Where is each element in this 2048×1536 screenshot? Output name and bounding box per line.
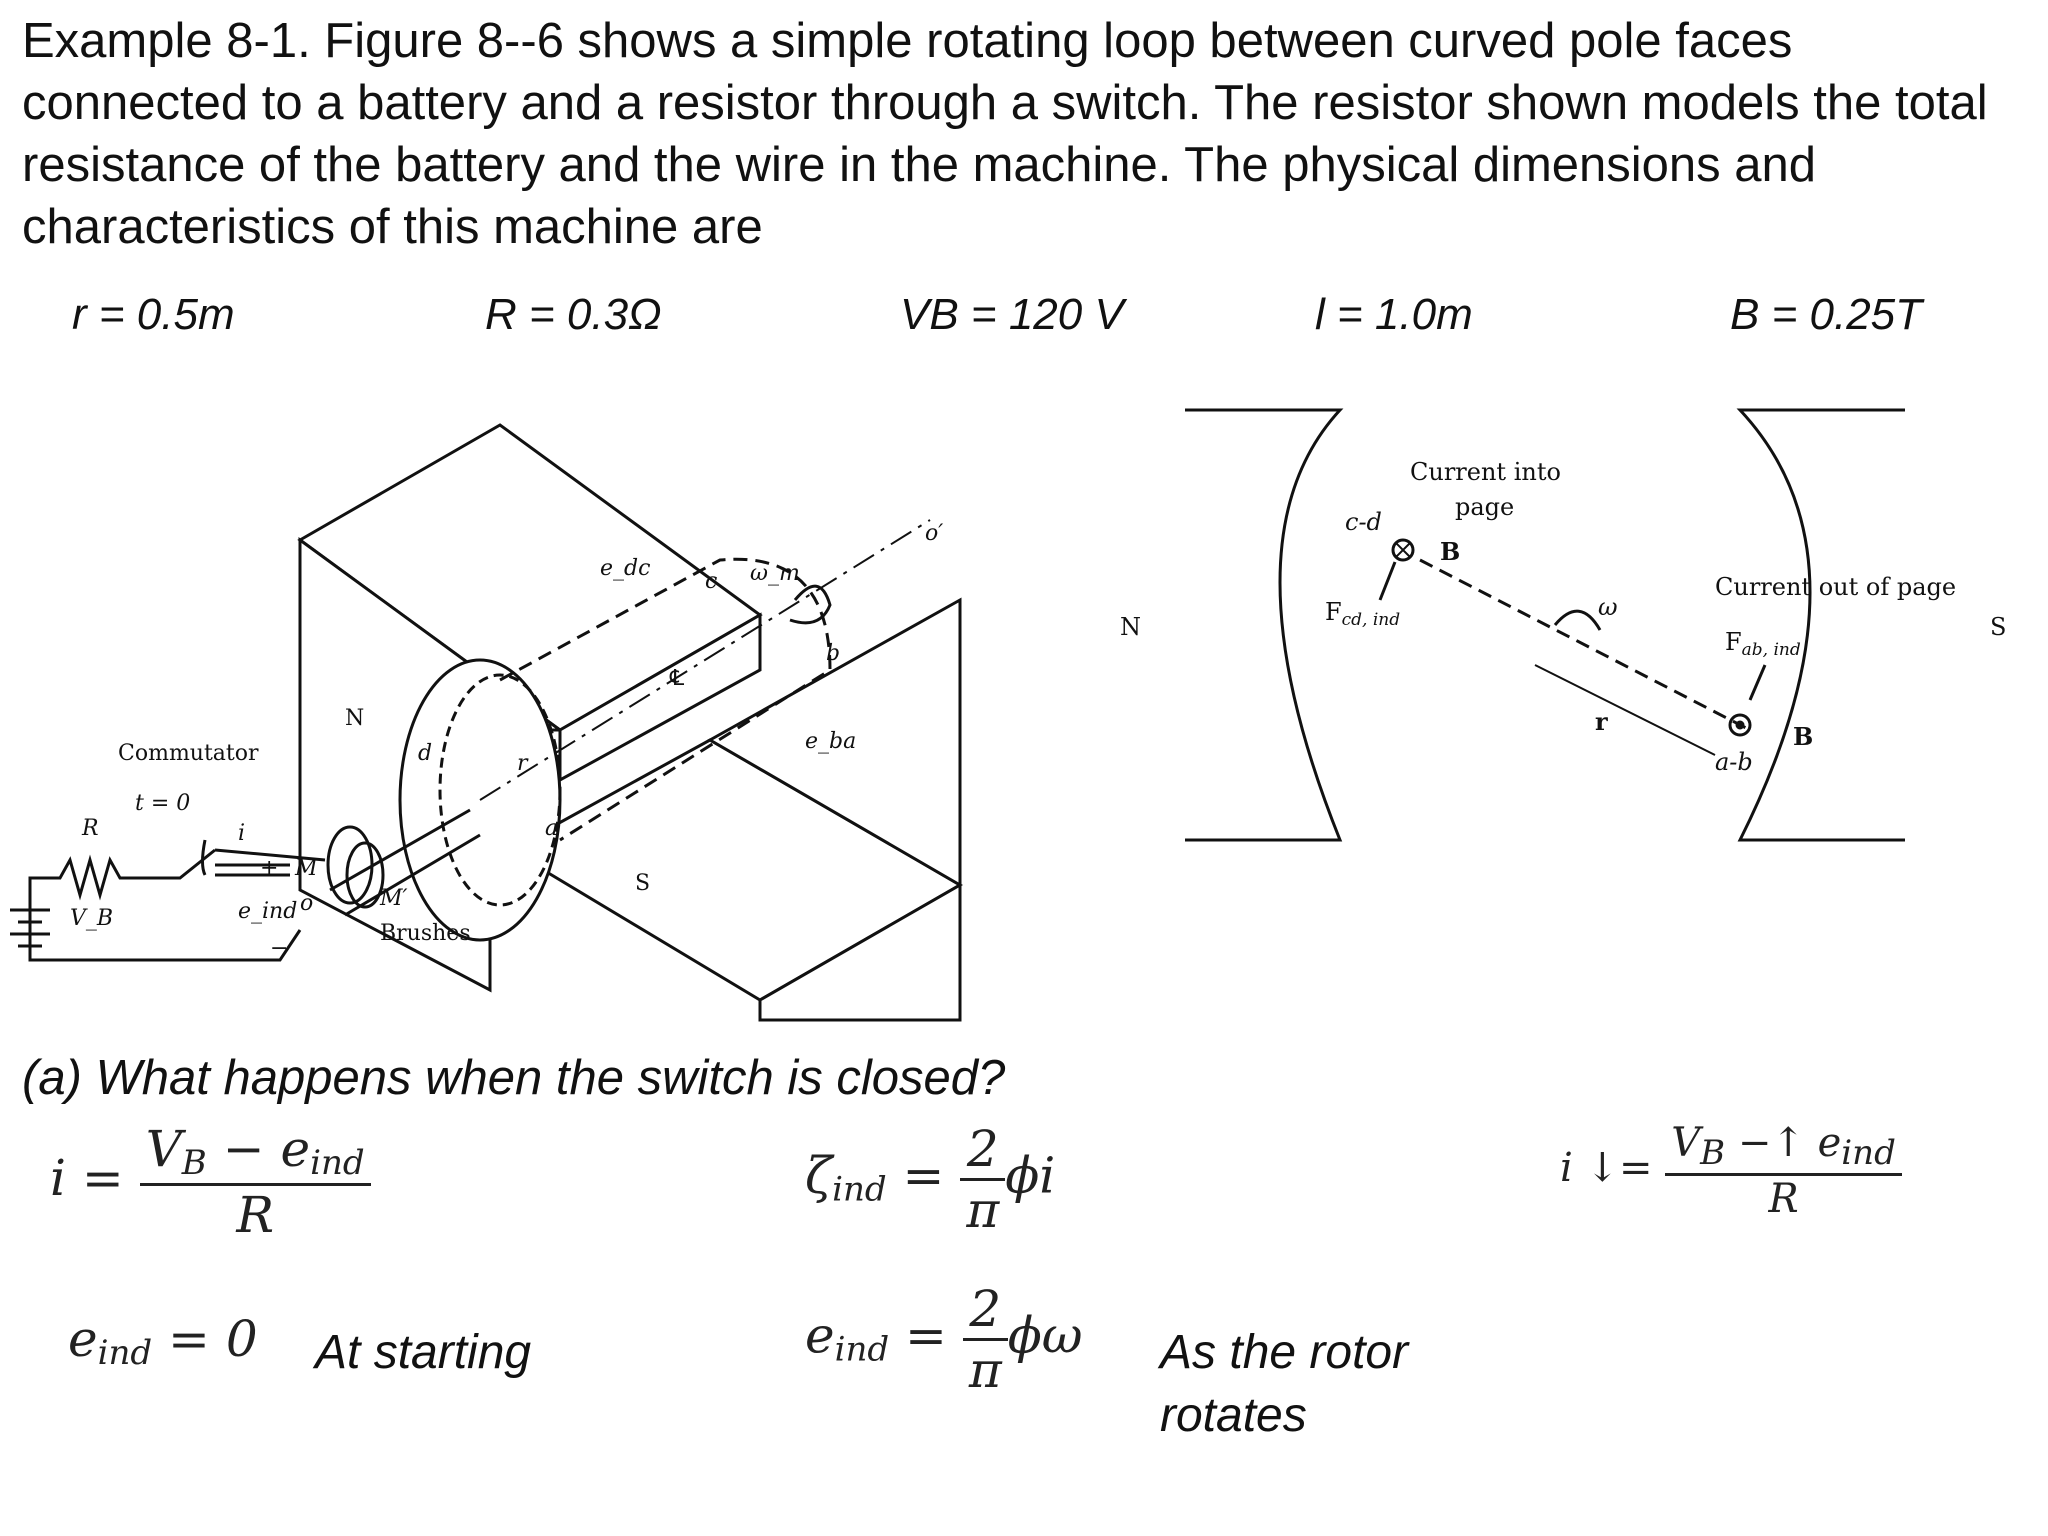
label-brushes: Brushes xyxy=(380,921,471,946)
label-omega: ω xyxy=(1598,593,1618,621)
label-d: d xyxy=(418,741,432,766)
left-machine-diagram xyxy=(10,423,963,1022)
label-ab: a-b xyxy=(1715,748,1753,776)
label-S-left: S xyxy=(635,871,650,896)
intro-paragraph: Example 8-1. Figure 8--6 shows a simple … xyxy=(22,14,1988,254)
question-text: (a) What happens when the switch is clos… xyxy=(22,1051,1006,1105)
machine-figure: Commutator t = 0 R V_B i + − M M′ e_ind … xyxy=(10,408,2006,1022)
eq1-fraction: VB − eind R xyxy=(139,1120,371,1244)
label-a: a xyxy=(545,816,558,841)
label-r-right: r xyxy=(1595,707,1608,736)
label-t0: t = 0 xyxy=(135,791,190,816)
label-plus: + xyxy=(260,856,278,881)
label-c: c xyxy=(705,569,717,594)
label-centerline: ℄ xyxy=(669,666,685,691)
equation-eind-zero: eind = 0 xyxy=(68,1310,258,1373)
label-fcd: Fcd, ind xyxy=(1325,598,1400,630)
label-eind: e_ind xyxy=(238,899,297,924)
equation-current: i = VB − eind R xyxy=(50,1120,371,1244)
label-N-right: N xyxy=(1120,613,1141,641)
note-rotor-rotates-1: As the rotor xyxy=(1160,1326,1409,1379)
label-B-top: B xyxy=(1440,537,1460,566)
label-o: o xyxy=(300,891,313,916)
label-current-out: Current out of page xyxy=(1715,573,1956,601)
right-diagram-labels: N S Current into page c-d B Fcd, ind Cur… xyxy=(1120,458,2006,776)
param-flux-density: B = 0.25T xyxy=(1730,290,1923,339)
label-i: i xyxy=(238,821,245,846)
param-radius: r = 0.5m xyxy=(72,290,235,339)
label-fab: Fab, ind xyxy=(1725,628,1801,660)
label-Mprime: M′ xyxy=(379,886,408,911)
label-edc: e_dc xyxy=(600,556,650,581)
label-b: b xyxy=(826,641,840,666)
label-N-left: N xyxy=(345,706,364,731)
label-S-right: S xyxy=(1990,613,2006,641)
note-rotor-rotates-2: rotates xyxy=(1160,1389,1307,1442)
equation-current-arrows: i ↓= VB −↑ eind R xyxy=(1560,1120,1902,1222)
label-wm: ω_m xyxy=(750,561,800,586)
label-minus: − xyxy=(270,936,288,961)
eq3-fraction: VB −↑ eind R xyxy=(1665,1120,1902,1222)
param-resistance: R = 0.3Ω xyxy=(485,290,662,339)
left-diagram-labels: Commutator t = 0 R V_B i + − M M′ e_ind … xyxy=(70,521,943,961)
param-length: l = 1.0m xyxy=(1315,290,1473,339)
note-at-starting: At starting xyxy=(315,1326,532,1379)
label-B-bottom: B xyxy=(1793,722,1813,751)
label-M: M xyxy=(294,856,318,881)
label-page: page xyxy=(1455,493,1514,521)
label-r-left: r xyxy=(517,751,529,776)
label-current-into: Current into xyxy=(1410,458,1561,486)
label-oprime: o′ xyxy=(925,521,943,546)
eq1-lhs: i = xyxy=(50,1149,124,1207)
right-cross-section xyxy=(1185,408,1905,842)
label-R: R xyxy=(81,816,99,841)
param-battery-voltage: VB = 120 V xyxy=(900,290,1124,339)
label-eba: e_ba xyxy=(805,729,856,754)
label-VB: V_B xyxy=(70,906,113,931)
label-commutator: Commutator xyxy=(118,741,259,766)
label-cd: c-d xyxy=(1345,508,1382,536)
